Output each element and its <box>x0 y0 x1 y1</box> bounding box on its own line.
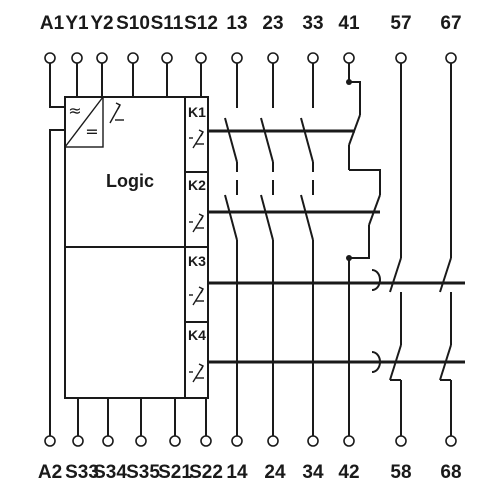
bottom-terminal-labels: A2 S33 S34 S35 S21 S22 14 24 34 42 58 68 <box>38 462 462 483</box>
relay-label-k4: K4 <box>188 327 206 343</box>
top-terminals <box>44 52 457 258</box>
terminal-58 <box>395 435 407 447</box>
terminal-a1 <box>44 52 56 64</box>
terminal-13 <box>231 52 243 64</box>
ac-symbol: ≈ <box>68 101 81 120</box>
bottom-label-s35: S35 <box>126 462 160 483</box>
terminal-s12 <box>195 52 207 64</box>
terminal-24 <box>267 435 279 447</box>
dc-symbol: = <box>85 122 98 141</box>
top-label-23: 23 <box>262 13 283 34</box>
terminal-s21 <box>169 435 181 447</box>
terminal-a2 <box>44 435 56 447</box>
top-label-41: 41 <box>338 13 360 34</box>
bottom-label-42: 42 <box>338 462 359 483</box>
top-label-y2: Y2 <box>90 13 113 34</box>
junction-dot-42 <box>346 255 352 261</box>
relay-label-k2: K2 <box>188 177 206 193</box>
bottom-label-s21: S21 <box>158 462 192 483</box>
relay-switch-icon-k4 <box>189 363 204 383</box>
top-label-33: 33 <box>302 13 323 34</box>
contacts-k2 <box>224 180 314 241</box>
delay-arc-k3 <box>371 269 381 291</box>
electronic-switch-icon <box>109 102 124 124</box>
terminal-y1 <box>71 52 83 64</box>
bottom-label-s33: S33 <box>65 462 99 483</box>
bottom-label-s34: S34 <box>93 462 127 483</box>
terminal-41 <box>343 52 355 64</box>
delay-arc-k4 <box>371 351 381 373</box>
terminal-y2 <box>96 52 108 64</box>
bottom-label-68: 68 <box>440 462 461 483</box>
logic-label: Logic <box>106 171 154 191</box>
module-box <box>64 96 209 399</box>
bottom-label-14: 14 <box>226 462 248 483</box>
junction-dot-41 <box>346 79 352 85</box>
terminal-68 <box>445 435 457 447</box>
terminal-67 <box>445 52 457 64</box>
terminal-23 <box>267 52 279 64</box>
top-label-a1: A1 <box>40 13 65 34</box>
relay-switch-icon-k2 <box>189 213 204 233</box>
terminal-s10 <box>127 52 139 64</box>
relay-switch-icon-k3 <box>189 286 204 306</box>
terminal-s34 <box>102 435 114 447</box>
top-label-s11: S11 <box>151 13 184 34</box>
top-label-13: 13 <box>226 13 247 34</box>
bottom-label-34: 34 <box>302 462 324 483</box>
contacts-41-42 <box>346 79 381 261</box>
terminal-42 <box>343 435 355 447</box>
terminal-57 <box>395 52 407 64</box>
top-label-67: 67 <box>440 13 461 34</box>
top-label-s12: S12 <box>184 13 218 34</box>
bottom-label-24: 24 <box>264 462 286 483</box>
bottom-label-a2: A2 <box>38 462 62 483</box>
top-label-57: 57 <box>390 13 411 34</box>
top-label-s10: S10 <box>116 13 150 34</box>
relay-label-k1: K1 <box>188 104 206 120</box>
terminal-s33 <box>72 435 84 447</box>
relay-label-k3: K3 <box>188 253 206 269</box>
bottom-label-58: 58 <box>390 462 411 483</box>
terminal-s22 <box>200 435 212 447</box>
contacts-57-58-67-68 <box>371 257 452 381</box>
terminal-14 <box>231 435 243 447</box>
bottom-terminals <box>44 129 457 447</box>
top-terminal-labels: A1 Y1 Y2 S10 S11 S12 13 23 33 41 57 67 <box>40 13 462 34</box>
power-supply-symbol: ≈ = <box>64 96 104 148</box>
terminal-33 <box>307 52 319 64</box>
relay-switch-icon-k1 <box>189 129 204 149</box>
top-label-y1: Y1 <box>65 13 89 34</box>
bottom-label-s22: S22 <box>189 462 223 483</box>
terminal-s11 <box>161 52 173 64</box>
terminal-s35 <box>135 435 147 447</box>
terminal-34 <box>307 435 319 447</box>
contacts-k1 <box>224 117 314 172</box>
